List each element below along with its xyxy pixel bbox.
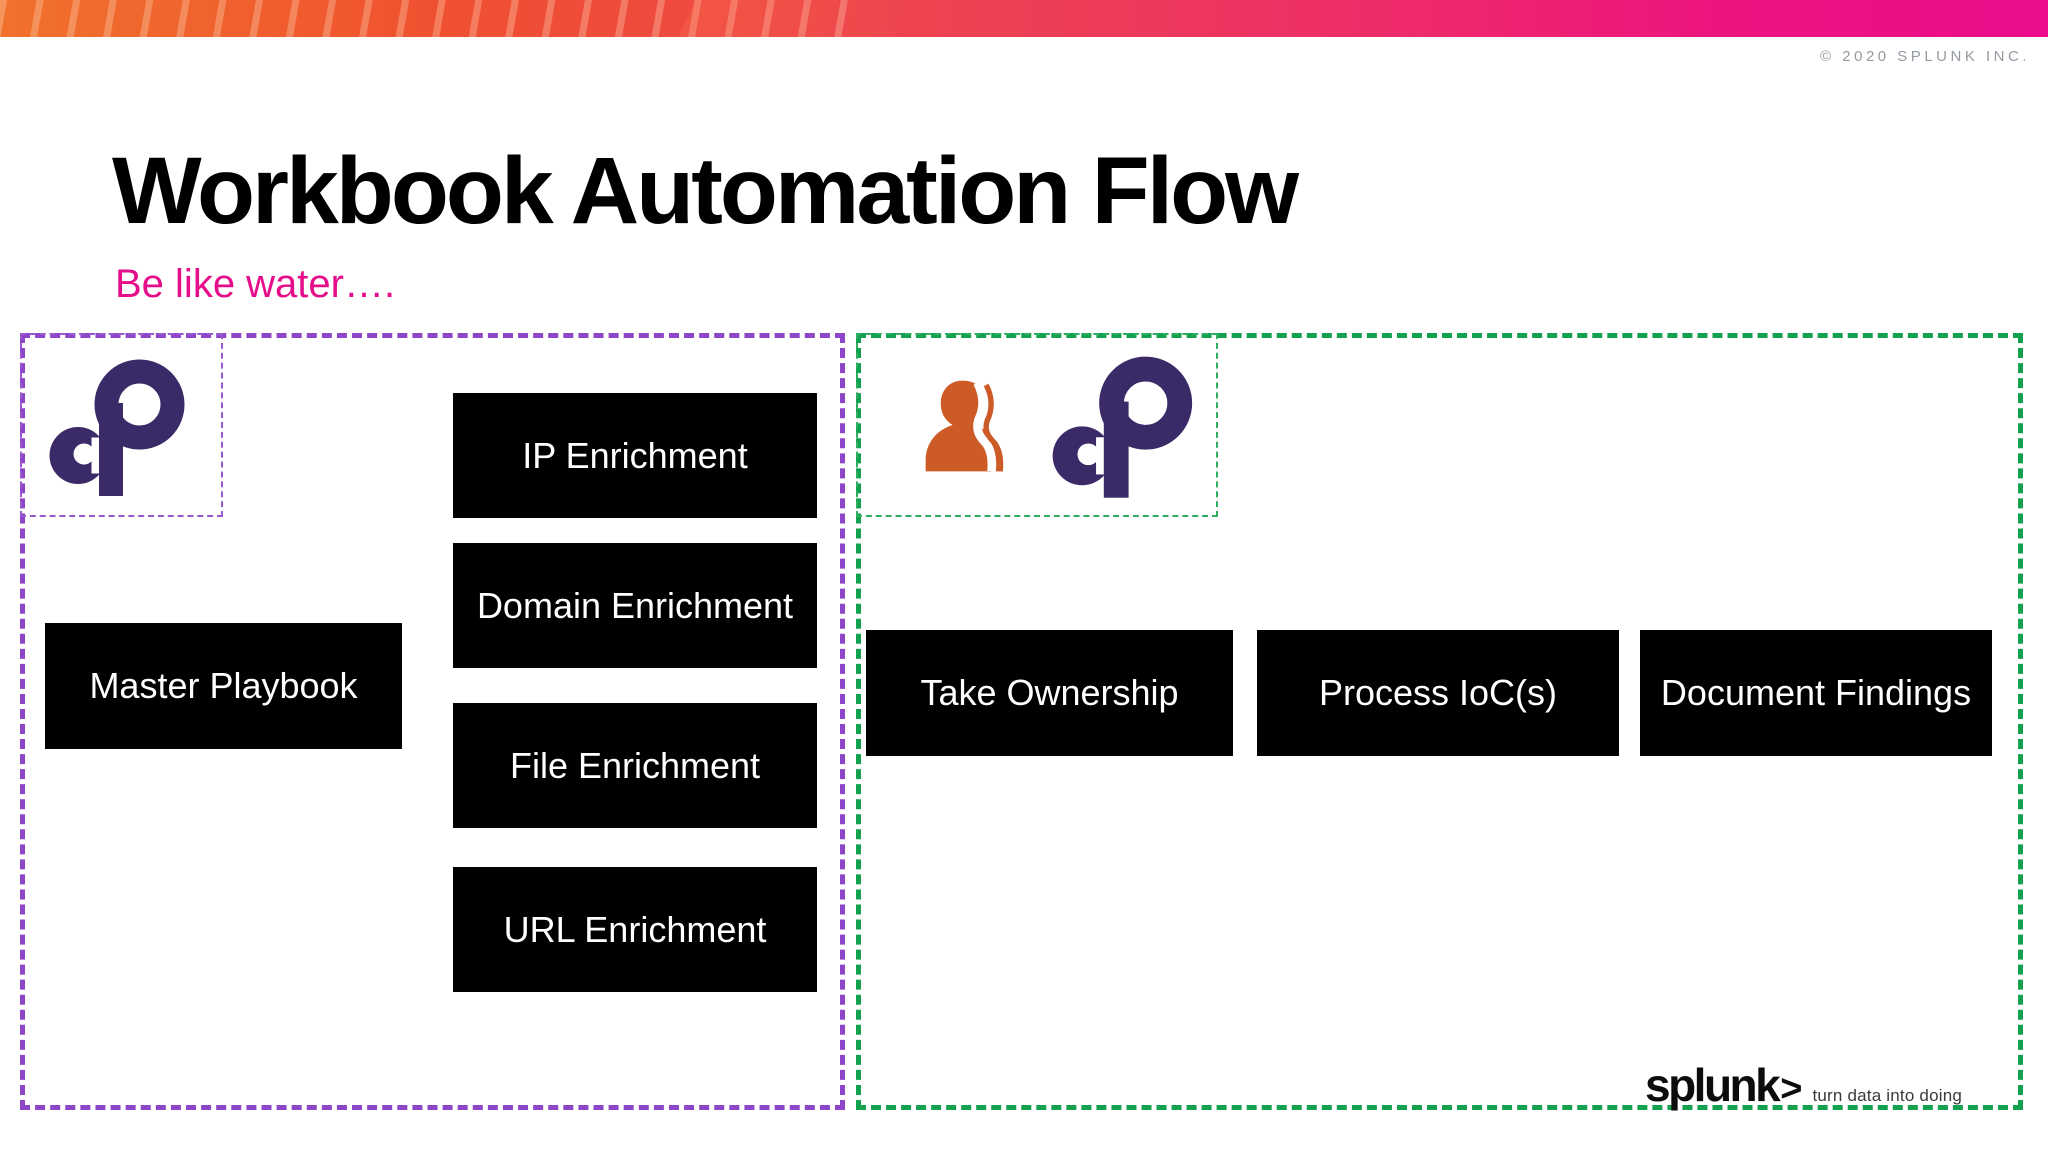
splunk-tagline: turn data into doing (1812, 1086, 1963, 1105)
step-box-take-ownership: Take Ownership (866, 630, 1233, 756)
splunk-logo: splunk > turn data into doing (1645, 1058, 1962, 1112)
automation-icon-frame (20, 333, 223, 517)
step-box-file-enrichment: File Enrichment (453, 703, 817, 828)
phantom-logo-icon (1048, 352, 1203, 507)
splunk-wordmark: splunk (1645, 1059, 1781, 1111)
analyst-icon-frame (856, 333, 1218, 517)
page-subtitle: Be like water…. (115, 262, 396, 306)
step-box-process-iocs: Process IoC(s) (1257, 630, 1619, 756)
analyst-group-frame (856, 333, 2023, 1110)
step-box-document-findings: Document Findings (1640, 630, 1992, 756)
page-title: Workbook Automation Flow (112, 138, 1299, 244)
automation-group-frame (20, 333, 845, 1110)
analyst-person-icon (915, 372, 1027, 480)
phantom-logo-icon (45, 355, 195, 505)
copyright-text: © 2020 SPLUNK INC. (1820, 48, 2030, 65)
step-box-master-playbook: Master Playbook (45, 623, 402, 749)
top-gradient-bar (0, 0, 2048, 37)
step-box-domain-enrichment: Domain Enrichment (453, 543, 817, 668)
step-box-url-enrichment: URL Enrichment (453, 867, 817, 992)
splunk-chevron-icon: > (1780, 1068, 1803, 1110)
step-box-ip-enrichment: IP Enrichment (453, 393, 817, 518)
